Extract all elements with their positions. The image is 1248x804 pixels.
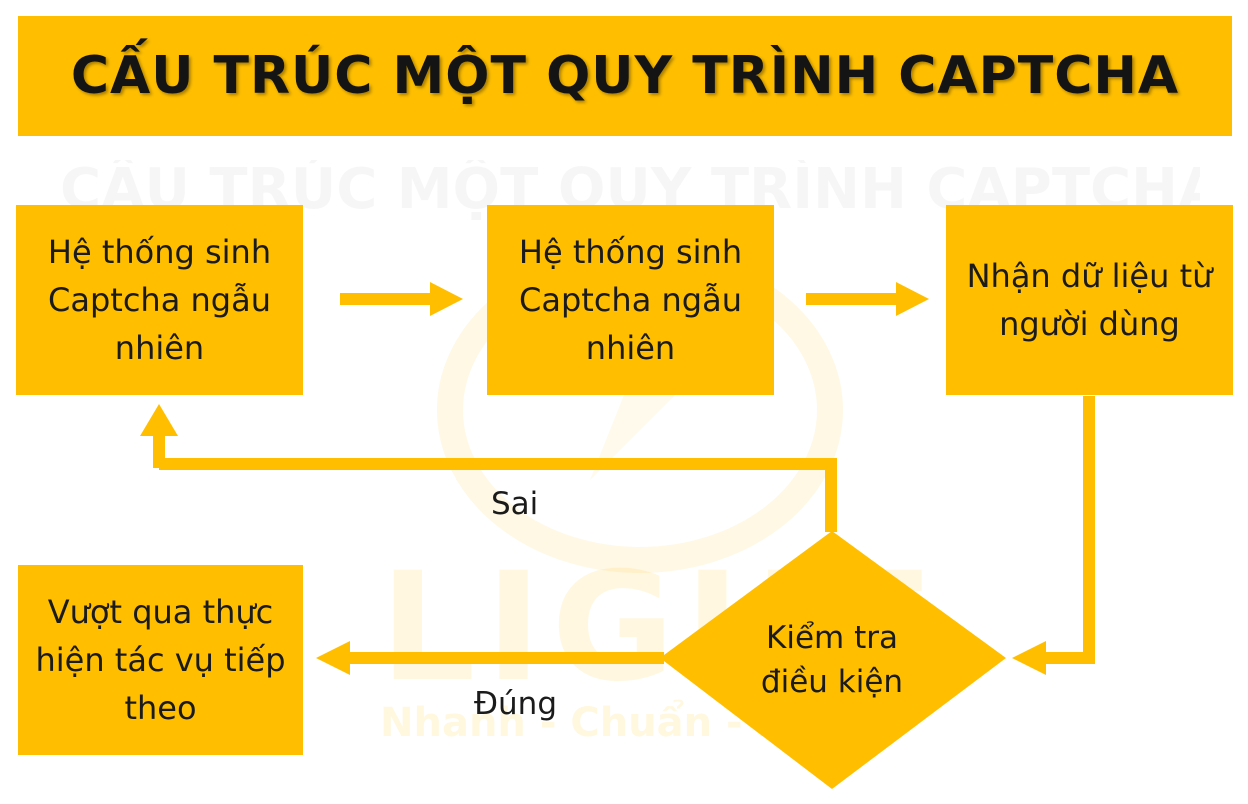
node-generate-captcha-1-label: Hệ thống sinh Captcha ngẫu nhiên xyxy=(47,233,272,367)
arrowhead-to-generate2 xyxy=(430,282,463,316)
decision-diamond xyxy=(660,531,1006,789)
node-generate-captcha-2: Hệ thống sinh Captcha ngẫu nhiên xyxy=(487,205,774,395)
edge-label-wrong: Sai xyxy=(491,486,539,522)
arrowhead-to-check xyxy=(1012,641,1046,675)
arrowhead-to-generate1 xyxy=(140,404,178,436)
node-generate-captcha-1: Hệ thống sinh Captcha ngẫu nhiên xyxy=(16,205,303,395)
node-receive-input-label: Nhận dữ liệu từ người dùng xyxy=(966,257,1213,343)
node-pass-label: Vượt qua thực hiện tác vụ tiếp theo xyxy=(35,593,286,727)
arrow-receive-to-check xyxy=(1045,396,1095,664)
arrowhead-to-receive xyxy=(896,282,929,316)
node-pass: Vượt qua thực hiện tác vụ tiếp theo xyxy=(18,565,303,755)
arrowhead-to-pass xyxy=(316,641,350,675)
title-banner: CẤU TRÚC MỘT QUY TRÌNH CAPTCHA xyxy=(18,16,1232,136)
edge-label-correct: Đúng xyxy=(474,686,557,722)
node-receive-input: Nhận dữ liệu từ người dùng xyxy=(946,205,1233,395)
page-title: CẤU TRÚC MỘT QUY TRÌNH CAPTCHA xyxy=(70,46,1180,106)
node-generate-captcha-2-label: Hệ thống sinh Captcha ngẫu nhiên xyxy=(518,233,743,367)
node-check-condition-label: Kiểm tra điều kiện xyxy=(760,620,904,700)
